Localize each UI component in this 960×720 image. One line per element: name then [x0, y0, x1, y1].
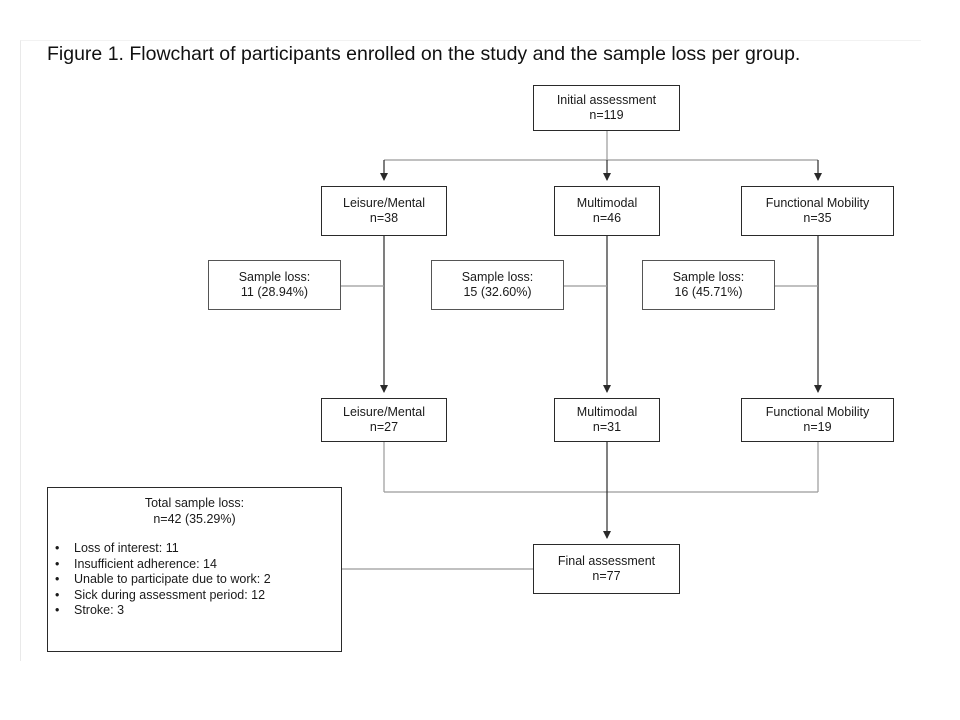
group-box-leisure-initial: Leisure/Mental n=38: [321, 186, 447, 236]
group-n: n=31: [592, 420, 622, 434]
loss-reasons-list: Loss of interest: 11 Insufficient adhere…: [48, 541, 341, 619]
initial-assessment-n: n=119: [589, 108, 624, 122]
group-n: n=27: [369, 420, 399, 434]
group-label: Multimodal: [576, 405, 638, 419]
group-n: n=35: [803, 211, 832, 225]
group-box-leisure-final: Leisure/Mental n=27: [321, 398, 447, 442]
initial-assessment-box: Initial assessment n=119: [533, 85, 680, 131]
final-assessment-n: n=77: [592, 569, 621, 583]
group-box-multimodal-final: Multimodal n=31: [554, 398, 660, 442]
group-box-functional-final: Functional Mobility n=19: [741, 398, 894, 442]
loss-reason-item: Sick during assessment period: 12: [55, 588, 341, 604]
sample-loss-label: Sample loss:: [672, 270, 745, 284]
sample-loss-value: 11 (28.94%): [240, 285, 309, 299]
final-assessment-box: Final assessment n=77: [533, 544, 680, 594]
group-n: n=19: [803, 420, 832, 434]
initial-assessment-label: Initial assessment: [556, 93, 657, 107]
group-label: Leisure/Mental: [343, 405, 425, 419]
group-n: n=38: [369, 211, 399, 225]
group-label: Functional Mobility: [765, 196, 870, 210]
total-loss-heading: Total sample loss:: [144, 496, 245, 510]
loss-reason-item: Stroke: 3: [55, 603, 341, 619]
sample-loss-box-multimodal: Sample loss: 15 (32.60%): [431, 260, 564, 310]
final-assessment-label: Final assessment: [557, 554, 656, 568]
group-label: Functional Mobility: [765, 405, 870, 419]
group-label: Multimodal: [576, 196, 638, 210]
group-box-functional-initial: Functional Mobility n=35: [741, 186, 894, 236]
sample-loss-box-functional: Sample loss: 16 (45.71%): [642, 260, 775, 310]
sample-loss-box-leisure: Sample loss: 11 (28.94%): [208, 260, 341, 310]
loss-reason-item: Insufficient adherence: 14: [55, 557, 341, 573]
figure-frame: [20, 40, 921, 661]
sample-loss-value: 16 (45.71%): [674, 285, 743, 299]
total-loss-n: n=42 (35.29%): [153, 511, 236, 526]
group-label: Leisure/Mental: [343, 196, 425, 210]
group-box-multimodal-initial: Multimodal n=46: [554, 186, 660, 236]
loss-reason-item: Unable to participate due to work: 2: [55, 572, 341, 588]
sample-loss-label: Sample loss:: [461, 270, 534, 284]
loss-reason-item: Loss of interest: 11: [55, 541, 341, 557]
sample-loss-value: 15 (32.60%): [463, 285, 532, 299]
total-sample-loss-box: Total sample loss: n=42 (35.29%) Loss of…: [47, 487, 342, 652]
sample-loss-label: Sample loss:: [238, 270, 311, 284]
group-n: n=46: [592, 211, 622, 225]
figure-title: Figure 1. Flowchart of participants enro…: [47, 43, 801, 65]
